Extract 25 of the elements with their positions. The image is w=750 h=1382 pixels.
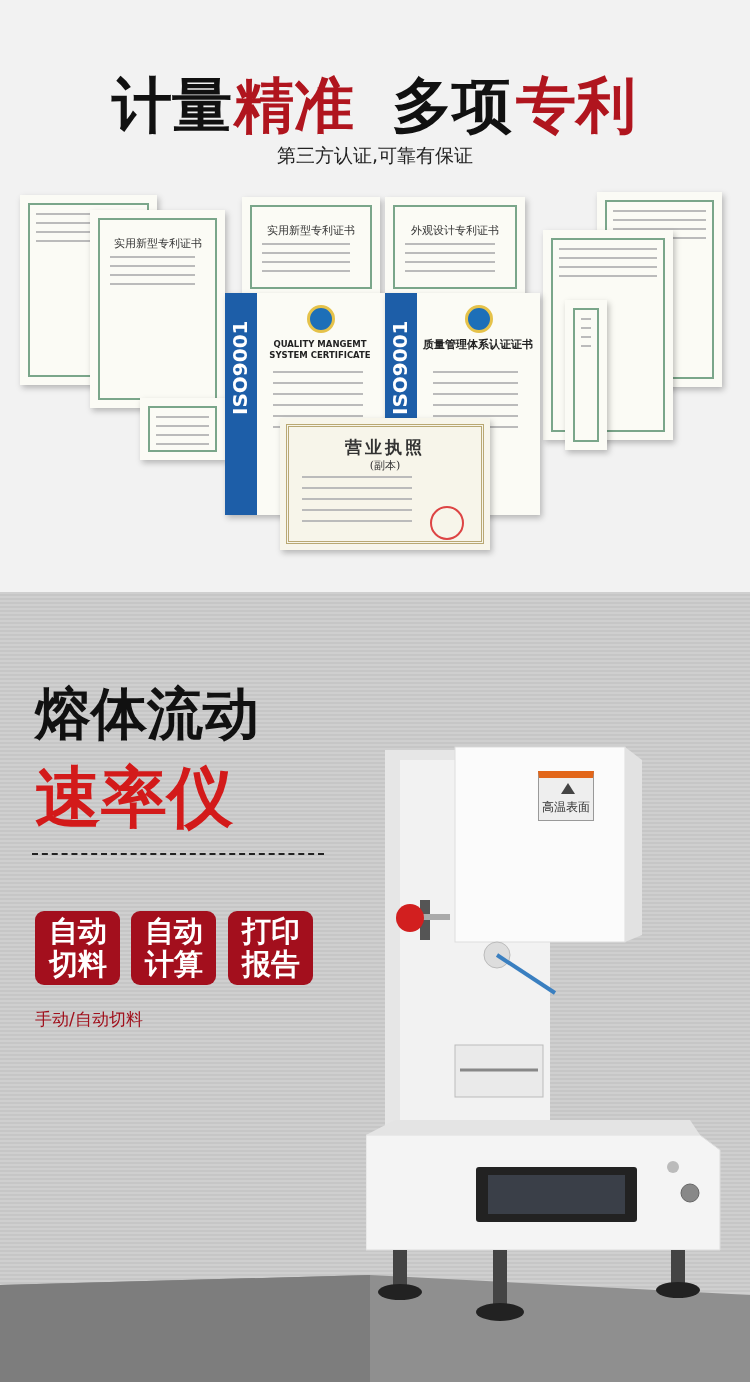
- stripe-text: ISO9001: [388, 319, 413, 418]
- certificate-heading: 外观设计专利证书: [410, 223, 500, 238]
- heading-text: 精准: [234, 72, 354, 138]
- feature-badge: 自动切料: [35, 911, 120, 985]
- certificate: [140, 398, 225, 460]
- heading-text: 计量: [112, 72, 232, 138]
- certificate: [90, 210, 225, 408]
- certificate-heading: 质量管理体系认证证书: [421, 339, 534, 350]
- feature-caption: 手动/自动切料: [35, 1010, 143, 1029]
- warning-sign-text: 高温表面: [542, 801, 590, 815]
- certificate: [565, 300, 607, 450]
- certificate-heading: 实用新型专利证书: [112, 236, 203, 251]
- stripe-text: ISO9001: [228, 319, 253, 418]
- certificate-heading: QUALITY MANGEMT SYSTEM CERTIFICATE: [268, 339, 372, 361]
- heading-text: 多项: [392, 72, 512, 138]
- certificate-subheading: (副本): [368, 458, 402, 473]
- certificate-heading: 营业执照: [344, 436, 426, 459]
- feature-badge: 自动计算: [131, 911, 216, 985]
- heading-text: 专利: [516, 72, 636, 138]
- product-title: 熔体流动: [35, 683, 259, 745]
- product-title: 速率仪: [35, 762, 233, 835]
- certificate-heading: 实用新型专利证书: [266, 223, 356, 238]
- subheading-text: 第三方认证,可靠有保证: [275, 145, 474, 166]
- feature-badge: 打印报告: [228, 911, 313, 985]
- certificate: [280, 418, 490, 550]
